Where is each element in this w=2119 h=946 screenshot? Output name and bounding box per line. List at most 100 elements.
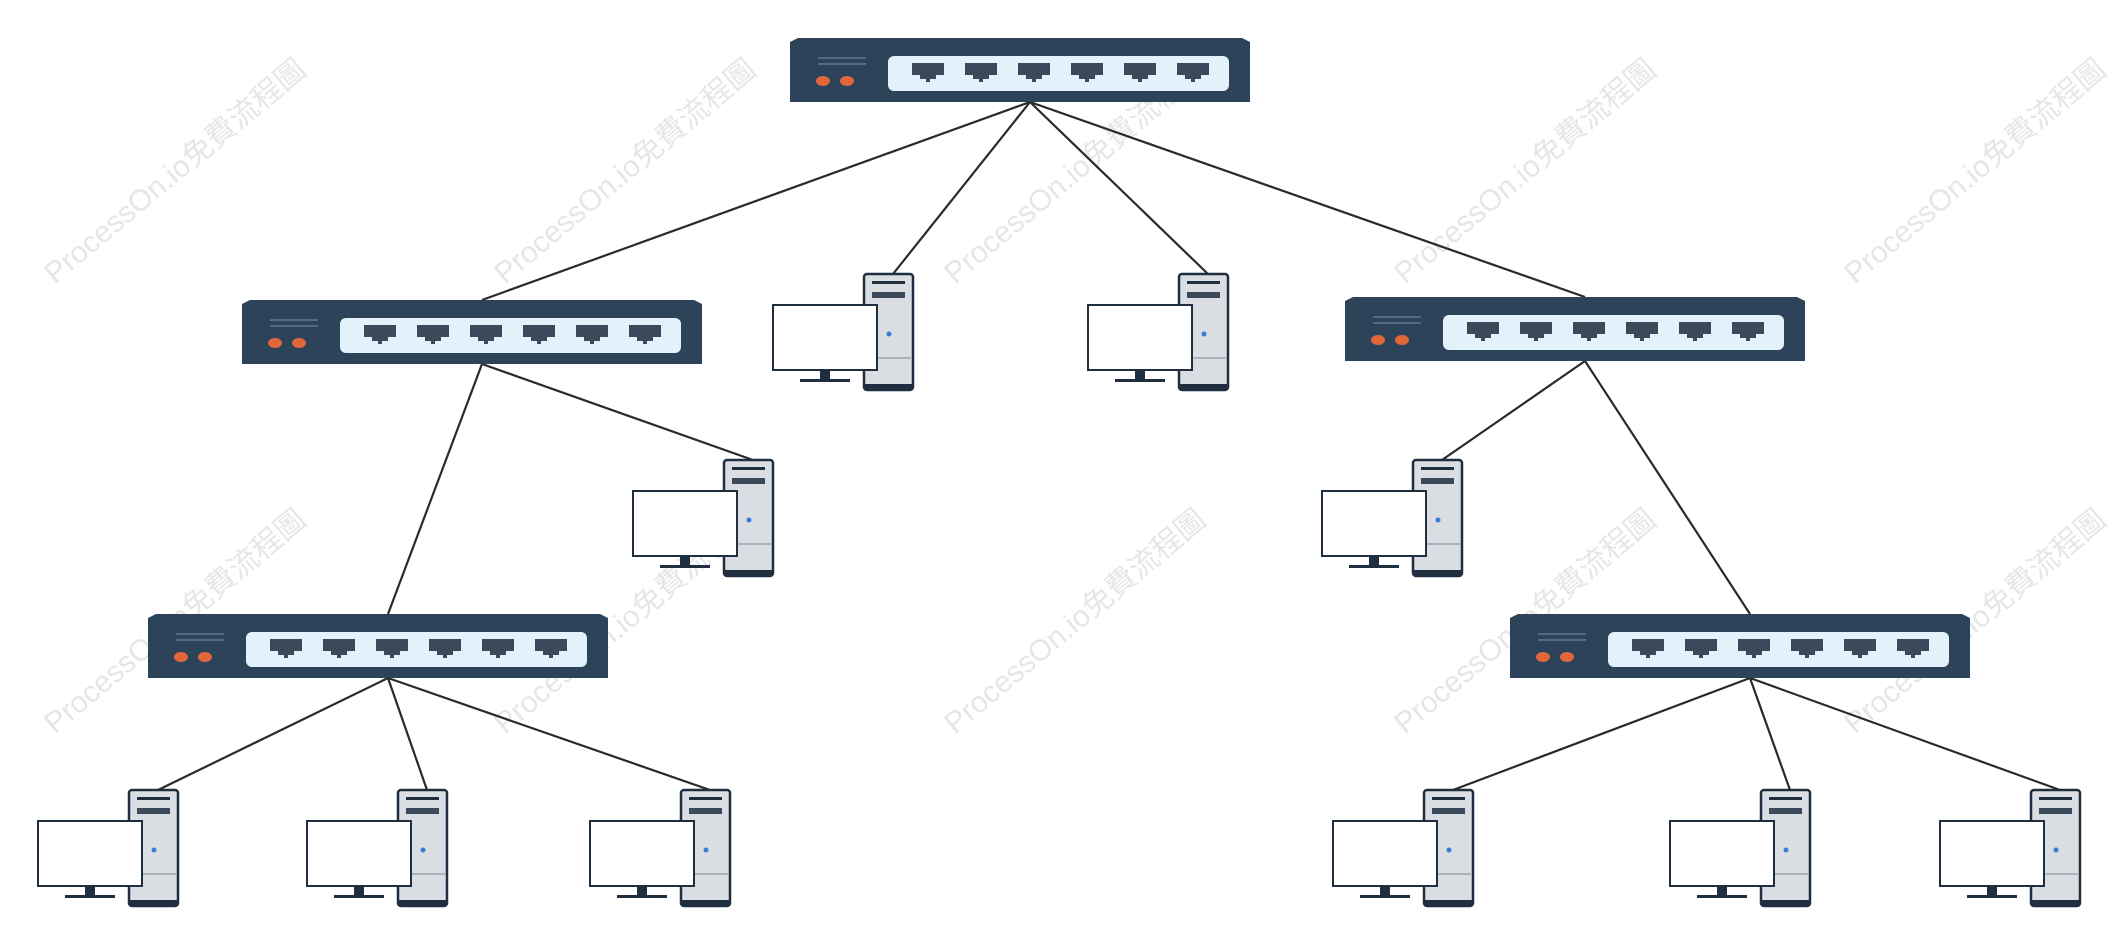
ethernet-port-icon bbox=[1467, 322, 1499, 341]
link-right-access-to-pc-9 bbox=[1748, 677, 1792, 791]
pc-drive-bay bbox=[1421, 467, 1454, 470]
pc-drive-bay bbox=[689, 808, 722, 814]
ethernet-port-icon bbox=[523, 325, 555, 344]
pc-drive-bay bbox=[2039, 797, 2072, 800]
ethernet-port-icon bbox=[1679, 322, 1711, 341]
computer-pc-2 bbox=[1087, 272, 1230, 392]
pc-tower-base bbox=[724, 570, 773, 576]
desktop-computer-icon bbox=[1087, 272, 1230, 392]
ethernet-port-icon bbox=[1632, 639, 1664, 658]
link-left-access-to-pc-7 bbox=[387, 676, 711, 792]
desktop-computer-icon bbox=[1332, 788, 1475, 908]
pc-tower-base bbox=[1424, 900, 1473, 906]
pc-drive-bay bbox=[689, 797, 722, 800]
monitor-screen bbox=[632, 490, 738, 557]
monitor-screen bbox=[37, 820, 143, 887]
ethernet-port-icon bbox=[576, 325, 608, 344]
pc-tower-base bbox=[1413, 570, 1462, 576]
desktop-computer-icon bbox=[1669, 788, 1812, 908]
pc-power-light bbox=[1201, 331, 1207, 337]
ethernet-port-icon bbox=[270, 639, 302, 658]
monitor-stand bbox=[617, 895, 667, 898]
switch-led-indicator bbox=[292, 338, 306, 348]
computer-pc-8 bbox=[1332, 788, 1475, 908]
monitor-neck bbox=[680, 556, 690, 565]
desktop-computer-icon bbox=[306, 788, 449, 908]
monitor-stand bbox=[334, 895, 384, 898]
desktop-computer-icon bbox=[632, 458, 775, 578]
link-left-access-to-pc-5 bbox=[157, 677, 389, 791]
monitor-screen bbox=[1669, 820, 1775, 887]
ethernet-port-icon bbox=[1897, 639, 1929, 658]
pc-drive-bay bbox=[1769, 797, 1802, 800]
switch-led-indicator bbox=[1560, 652, 1574, 662]
ethernet-port-icon bbox=[1573, 322, 1605, 341]
pc-tower-base bbox=[1179, 384, 1228, 390]
ethernet-port-icon bbox=[1177, 63, 1209, 82]
monitor-screen bbox=[1087, 304, 1193, 371]
pc-drive-bay bbox=[1432, 808, 1465, 814]
ethernet-port-icon bbox=[629, 325, 661, 344]
ethernet-port-icon bbox=[1738, 639, 1770, 658]
pc-drive-bay bbox=[1187, 292, 1220, 298]
ethernet-port-icon bbox=[376, 639, 408, 658]
pc-drive-bay bbox=[1421, 478, 1454, 484]
monitor-stand bbox=[1967, 895, 2017, 898]
pc-power-light bbox=[886, 331, 892, 337]
ethernet-port-icon bbox=[429, 639, 461, 658]
pc-drive-bay bbox=[2039, 808, 2072, 814]
computer-pc-5 bbox=[37, 788, 180, 908]
switch-led-indicator bbox=[1371, 335, 1385, 345]
network-switch-icon bbox=[790, 38, 1250, 102]
pc-drive-bay bbox=[406, 808, 439, 814]
link-left-access-to-pc-6 bbox=[386, 677, 429, 791]
monitor-neck bbox=[637, 886, 647, 895]
monitor-neck bbox=[1380, 886, 1390, 895]
switch-left-distribution bbox=[242, 300, 702, 364]
pc-power-light bbox=[1783, 847, 1789, 853]
pc-drive-bay bbox=[406, 797, 439, 800]
pc-drive-bay bbox=[137, 808, 170, 814]
watermark-text: ProcessOn.io免費流程圖 bbox=[938, 503, 1212, 740]
monitor-stand bbox=[660, 565, 710, 568]
link-left-distribution-to-left-access bbox=[386, 363, 484, 615]
switch-led-indicator bbox=[174, 652, 188, 662]
desktop-computer-icon bbox=[1939, 788, 2082, 908]
ethernet-port-icon bbox=[912, 63, 944, 82]
monitor-screen bbox=[306, 820, 412, 887]
computer-pc-9 bbox=[1669, 788, 1812, 908]
ethernet-port-icon bbox=[1844, 639, 1876, 658]
switch-led-indicator bbox=[816, 76, 830, 86]
link-core-to-pc-2 bbox=[1029, 101, 1209, 275]
switch-right-access bbox=[1510, 614, 1970, 678]
pc-tower-base bbox=[864, 384, 913, 390]
ethernet-port-icon bbox=[965, 63, 997, 82]
computer-pc-6 bbox=[306, 788, 449, 908]
watermark-text: ProcessOn.io免費流程圖 bbox=[38, 53, 312, 290]
pc-drive-bay bbox=[137, 797, 170, 800]
pc-drive-bay bbox=[1432, 797, 1465, 800]
network-switch-icon bbox=[242, 300, 702, 364]
monitor-neck bbox=[354, 886, 364, 895]
pc-drive-bay bbox=[872, 281, 905, 284]
pc-power-light bbox=[2053, 847, 2059, 853]
monitor-screen bbox=[589, 820, 695, 887]
pc-tower-base bbox=[681, 900, 730, 906]
link-right-access-to-pc-10 bbox=[1749, 676, 2061, 792]
ethernet-port-icon bbox=[1018, 63, 1050, 82]
link-left-distribution-to-pc-3 bbox=[481, 362, 754, 462]
pc-power-light bbox=[703, 847, 709, 853]
ethernet-port-icon bbox=[482, 639, 514, 658]
monitor-screen bbox=[1939, 820, 2045, 887]
monitor-stand bbox=[1349, 565, 1399, 568]
network-switch-icon bbox=[1345, 297, 1805, 361]
switch-led-indicator bbox=[198, 652, 212, 662]
pc-tower-base bbox=[398, 900, 447, 906]
pc-power-light bbox=[746, 517, 752, 523]
monitor-neck bbox=[1987, 886, 1997, 895]
monitor-neck bbox=[1369, 556, 1379, 565]
monitor-neck bbox=[820, 370, 830, 379]
network-switch-icon bbox=[148, 614, 608, 678]
watermark-text: ProcessOn.io免費流程圖 bbox=[1388, 53, 1662, 290]
